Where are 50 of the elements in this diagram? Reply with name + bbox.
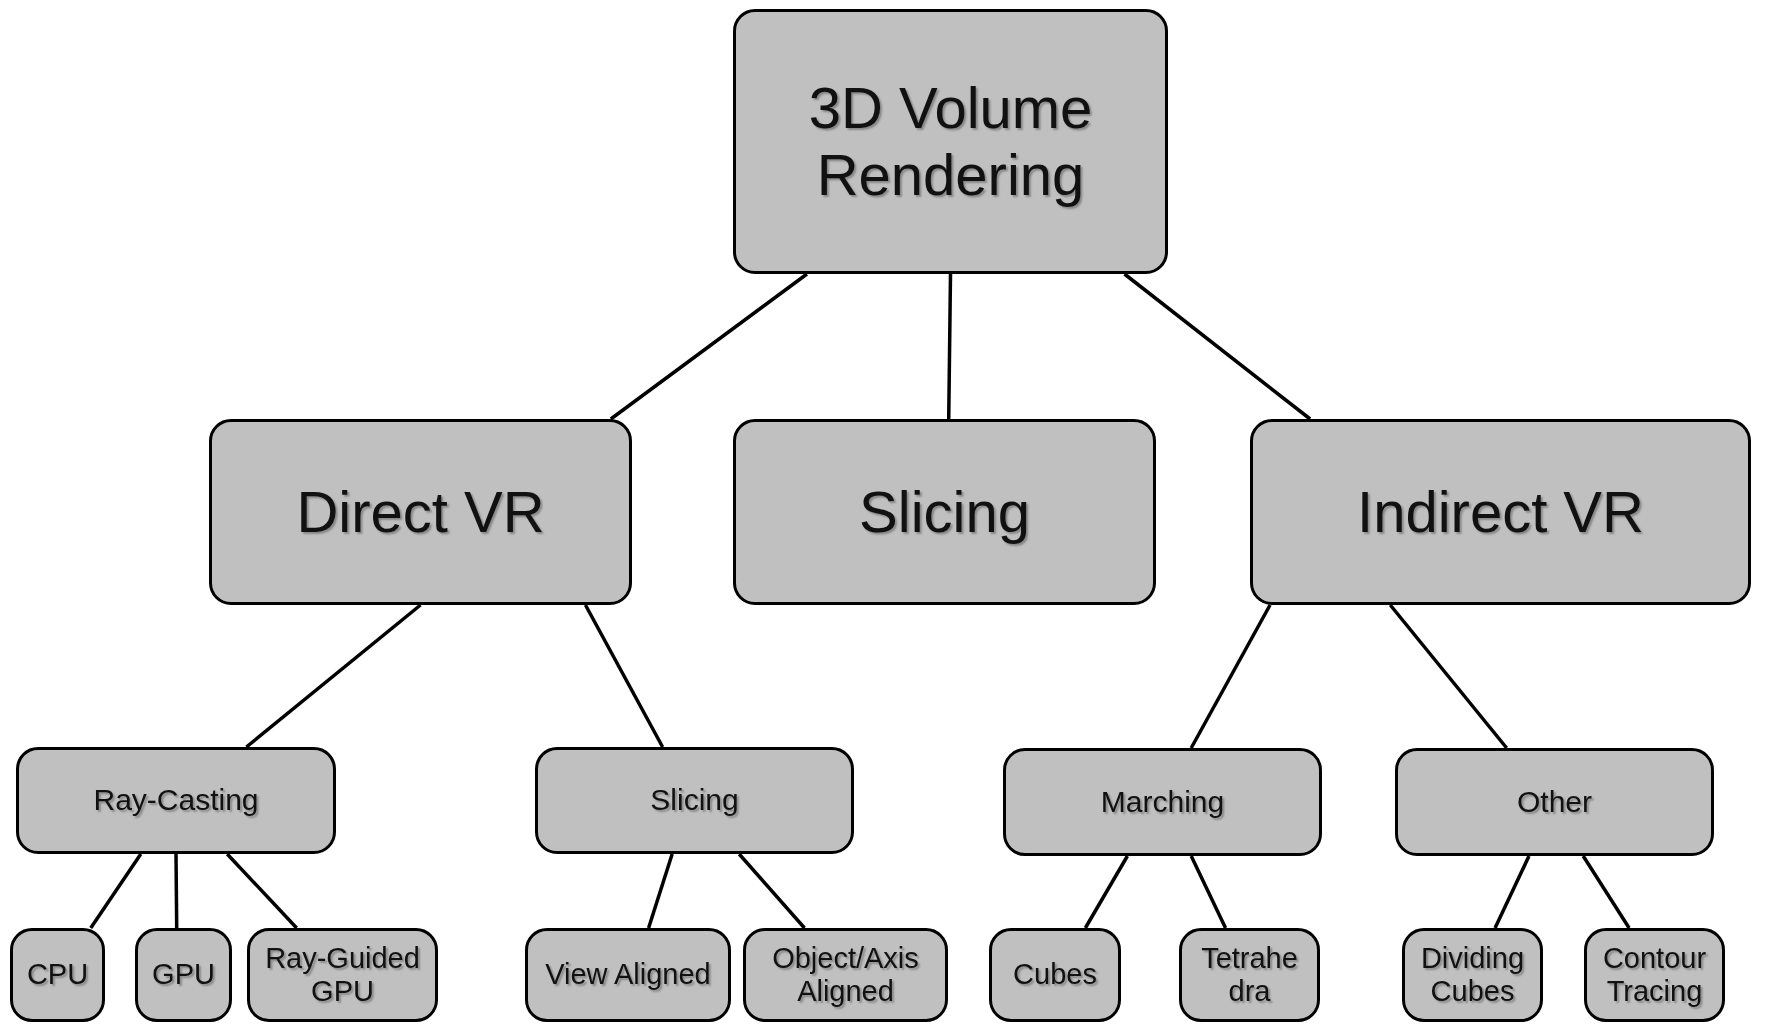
rounded-box: [1179, 928, 1320, 1022]
connector-line: [174, 854, 179, 928]
node-label: GPU: [152, 958, 215, 992]
connector-line: [947, 273, 953, 420]
connector-line: [1388, 603, 1508, 750]
rounded-box: [10, 928, 105, 1022]
node-label: CPU: [26, 958, 89, 992]
rounded-box: [525, 928, 731, 1022]
node-label: Tetrahe dra: [1200, 941, 1299, 1009]
connector-line: [646, 853, 674, 929]
rounded-box: [535, 747, 854, 854]
rounded-box: [1250, 419, 1751, 605]
rounded-box: [1584, 928, 1725, 1022]
connector-line: [89, 853, 143, 929]
node-label: Contour Tracing: [1601, 941, 1708, 1009]
node-label: Direct VR: [296, 478, 545, 546]
connector-line: [1189, 855, 1228, 929]
rounded-box: [733, 419, 1156, 605]
node-label: Dividing Cubes: [1419, 941, 1526, 1009]
rounded-box: [1402, 928, 1543, 1022]
connector-line: [1083, 855, 1129, 929]
connector-line: [1123, 272, 1312, 421]
rounded-box: [247, 928, 438, 1022]
rounded-box: [135, 928, 232, 1022]
rounded-box: [743, 928, 948, 1022]
rounded-box: [733, 9, 1168, 274]
rounded-box: [989, 928, 1121, 1022]
node-label: Object/Axis Aligned: [771, 941, 920, 1009]
connector-line: [1189, 604, 1272, 749]
rounded-box: [1003, 748, 1322, 856]
node-label: 3D Volume Rendering: [807, 74, 1094, 209]
connector-line: [609, 272, 808, 421]
connector-line: [1581, 855, 1631, 929]
node-label: Marching: [1100, 784, 1225, 820]
node-label: View Aligned: [545, 958, 711, 992]
connector-line: [245, 603, 422, 749]
rounded-box: [16, 747, 336, 854]
node-label: Slicing: [859, 478, 1030, 546]
rounded-box: [1395, 748, 1714, 856]
rounded-box: [209, 419, 632, 605]
connector-line: [583, 604, 665, 748]
node-label: Ray-Casting: [93, 783, 259, 818]
node-label: Cubes: [1013, 958, 1097, 992]
connector-line: [1493, 855, 1531, 929]
connector-line: [737, 852, 806, 930]
node-label: Indirect VR: [1357, 478, 1644, 546]
node-label: Slicing: [650, 783, 739, 818]
node-label: Other: [1517, 784, 1592, 820]
connector-line: [225, 852, 298, 930]
node-label: Ray-Guided GPU: [264, 941, 421, 1009]
